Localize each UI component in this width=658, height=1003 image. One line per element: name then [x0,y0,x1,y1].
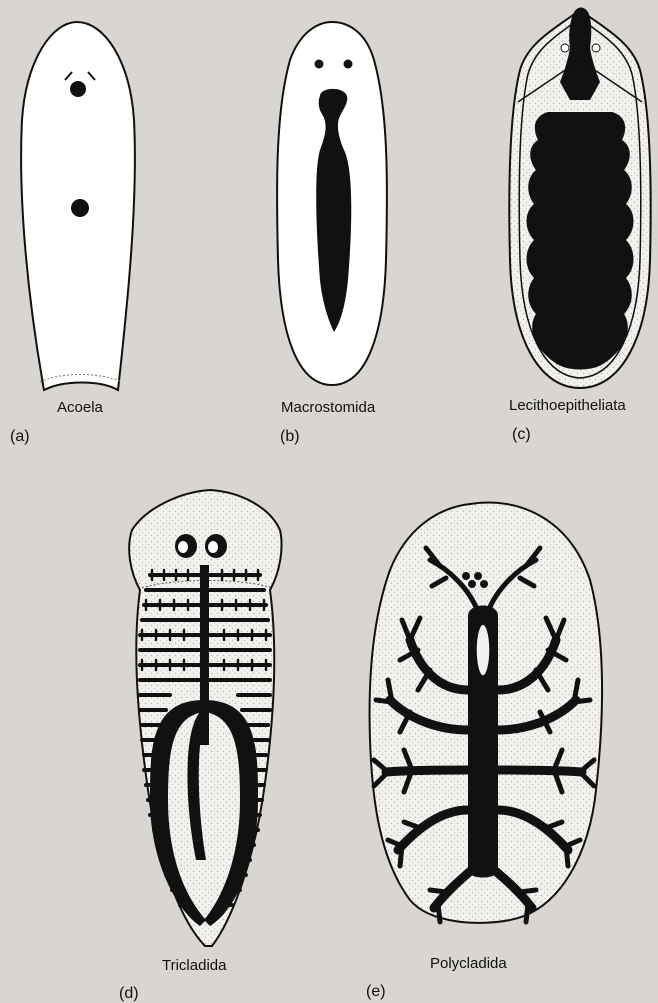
panel-letter-c: (c) [512,426,531,444]
label-tricladida: Tricladida [162,957,226,974]
mouth [71,199,89,217]
eye-left [315,60,324,69]
eye-right [344,60,353,69]
polycladida-figure [370,503,603,923]
panel-letter-e: (e) [366,983,386,1001]
statocyst [70,81,86,97]
acoela-figure [21,22,135,390]
label-lecithoepitheliata: Lecithoepitheliata [509,397,626,414]
tricladida-figure [129,490,281,946]
lecithoepitheliata-figure [509,8,650,389]
gut-lecitho [527,112,634,370]
label-macrostomida: Macrostomida [281,399,375,416]
panel-letter-a: (a) [10,428,30,446]
panel-letter-b: (b) [280,428,300,446]
panel-letter-d: (d) [119,985,139,1003]
label-acoela: Acoela [57,399,103,416]
macrostomida-figure [277,22,387,385]
label-polycladida: Polycladida [430,955,507,972]
